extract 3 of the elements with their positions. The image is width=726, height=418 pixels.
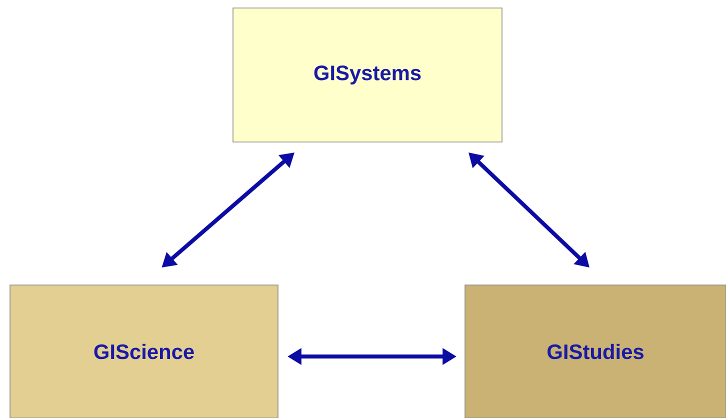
concept-box: GIStudies [464, 284, 726, 418]
concept-box: GIScience [10, 284, 278, 418]
concept-box: GISystems [232, 8, 502, 142]
